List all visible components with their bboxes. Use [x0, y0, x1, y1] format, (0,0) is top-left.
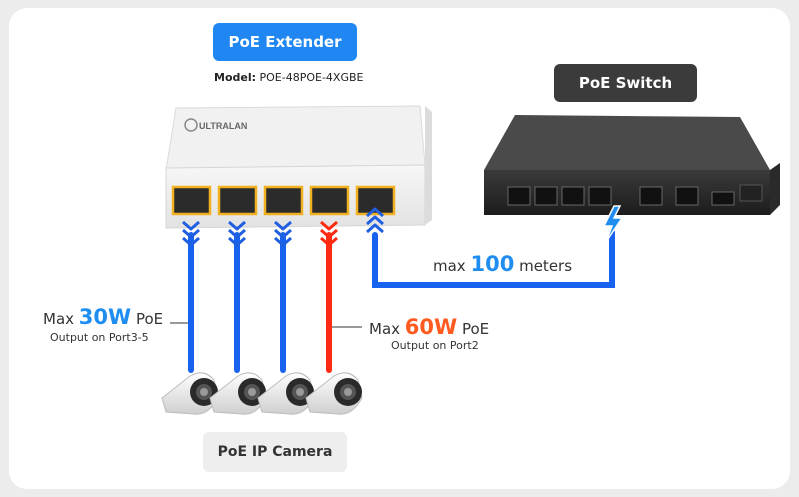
- power-60w-suffix: PoE: [461, 320, 490, 338]
- switch-title: PoE Switch: [554, 64, 697, 102]
- power-60w-prefix: Max: [369, 320, 401, 338]
- power-60w-value: 60W: [404, 315, 458, 339]
- extender-title: PoE Extender: [213, 23, 357, 61]
- distance-unit: meters: [519, 257, 573, 275]
- power-30w-value: 30W: [78, 305, 132, 329]
- model-key: Model:: [214, 71, 257, 84]
- power-60w-label: Max 60W PoE: [369, 315, 489, 339]
- distance-prefix: max: [433, 257, 466, 275]
- brand-logo: ULTRALAN: [199, 121, 247, 131]
- camera-title: PoE IP Camera: [203, 432, 347, 472]
- power-30w-suffix: PoE: [135, 310, 164, 328]
- distance-label: max 100 meters: [433, 252, 572, 276]
- poe-extender-device: ULTRALAN: [165, 105, 432, 229]
- cable-uplink: [372, 229, 615, 288]
- poe-switch-device: [484, 115, 780, 215]
- power-60w-note: Output on Port2: [391, 339, 479, 352]
- model-value: POE-48POE-4XGBE: [259, 71, 364, 84]
- cables: [188, 229, 615, 373]
- lightning-icon: [602, 205, 624, 243]
- camera-icon: [161, 372, 363, 415]
- model-label: Model: POE-48POE-4XGBE: [214, 71, 364, 84]
- power-30w-label: Max 30W PoE: [43, 305, 163, 329]
- power-30w-note: Output on Port3-5: [50, 331, 149, 344]
- power-30w-prefix: Max: [43, 310, 75, 328]
- chevron-markers: [182, 207, 384, 247]
- distance-value: 100: [470, 252, 515, 276]
